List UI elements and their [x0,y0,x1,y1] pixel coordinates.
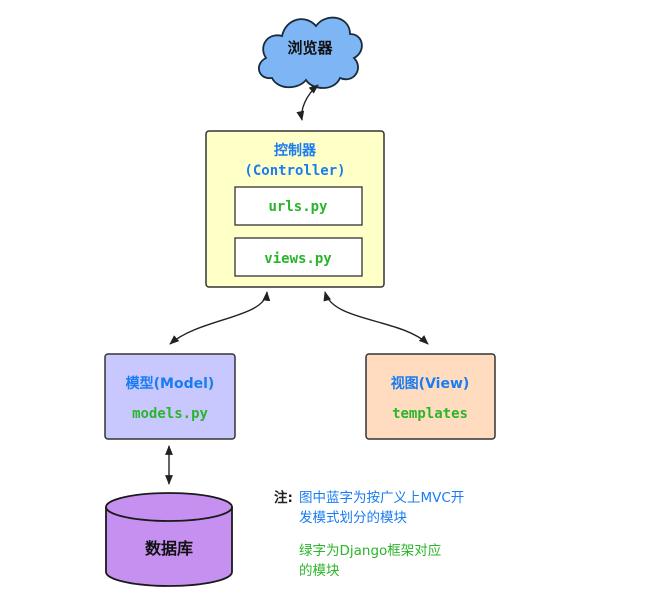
view-box: 视图(View) templates [365,353,496,440]
views-file-label: views.py [264,251,332,267]
view-file-label: templates [392,406,468,422]
note-blue-line-2: 发模式划分的模块 [299,510,407,526]
note-green-line-2: 的模块 [299,563,340,579]
note-prefix: 注: [274,490,293,506]
browser-cloud: 浏览器 [258,16,363,89]
model-file-label: models.py [132,406,208,422]
note-blue-line-1: 图中蓝字为按广义上MVC开 [299,490,465,506]
model-box: 模型(Model) models.py [104,353,236,440]
model-title: 模型(Model) [126,375,215,392]
urls-file-box [234,186,363,226]
views-file-box [234,237,363,277]
controller-subtitle: (Controller) [244,163,345,179]
browser-controller-arrow [296,84,319,121]
browser-label: 浏览器 [287,39,333,57]
controller-title: 控制器 [274,142,317,159]
note-green-line-1: 绿字为Django框架对应 [299,543,442,559]
controller-model-arrow [169,291,271,345]
database-label: 数据库 [145,539,193,558]
controller-view-arrow [323,291,429,345]
urls-file-label: urls.py [268,199,328,215]
controller-box: 控制器 (Controller) urls.py views.py [205,130,385,288]
database-cylinder: 数据库 [105,492,233,587]
view-title: 视图(View) [391,375,470,392]
